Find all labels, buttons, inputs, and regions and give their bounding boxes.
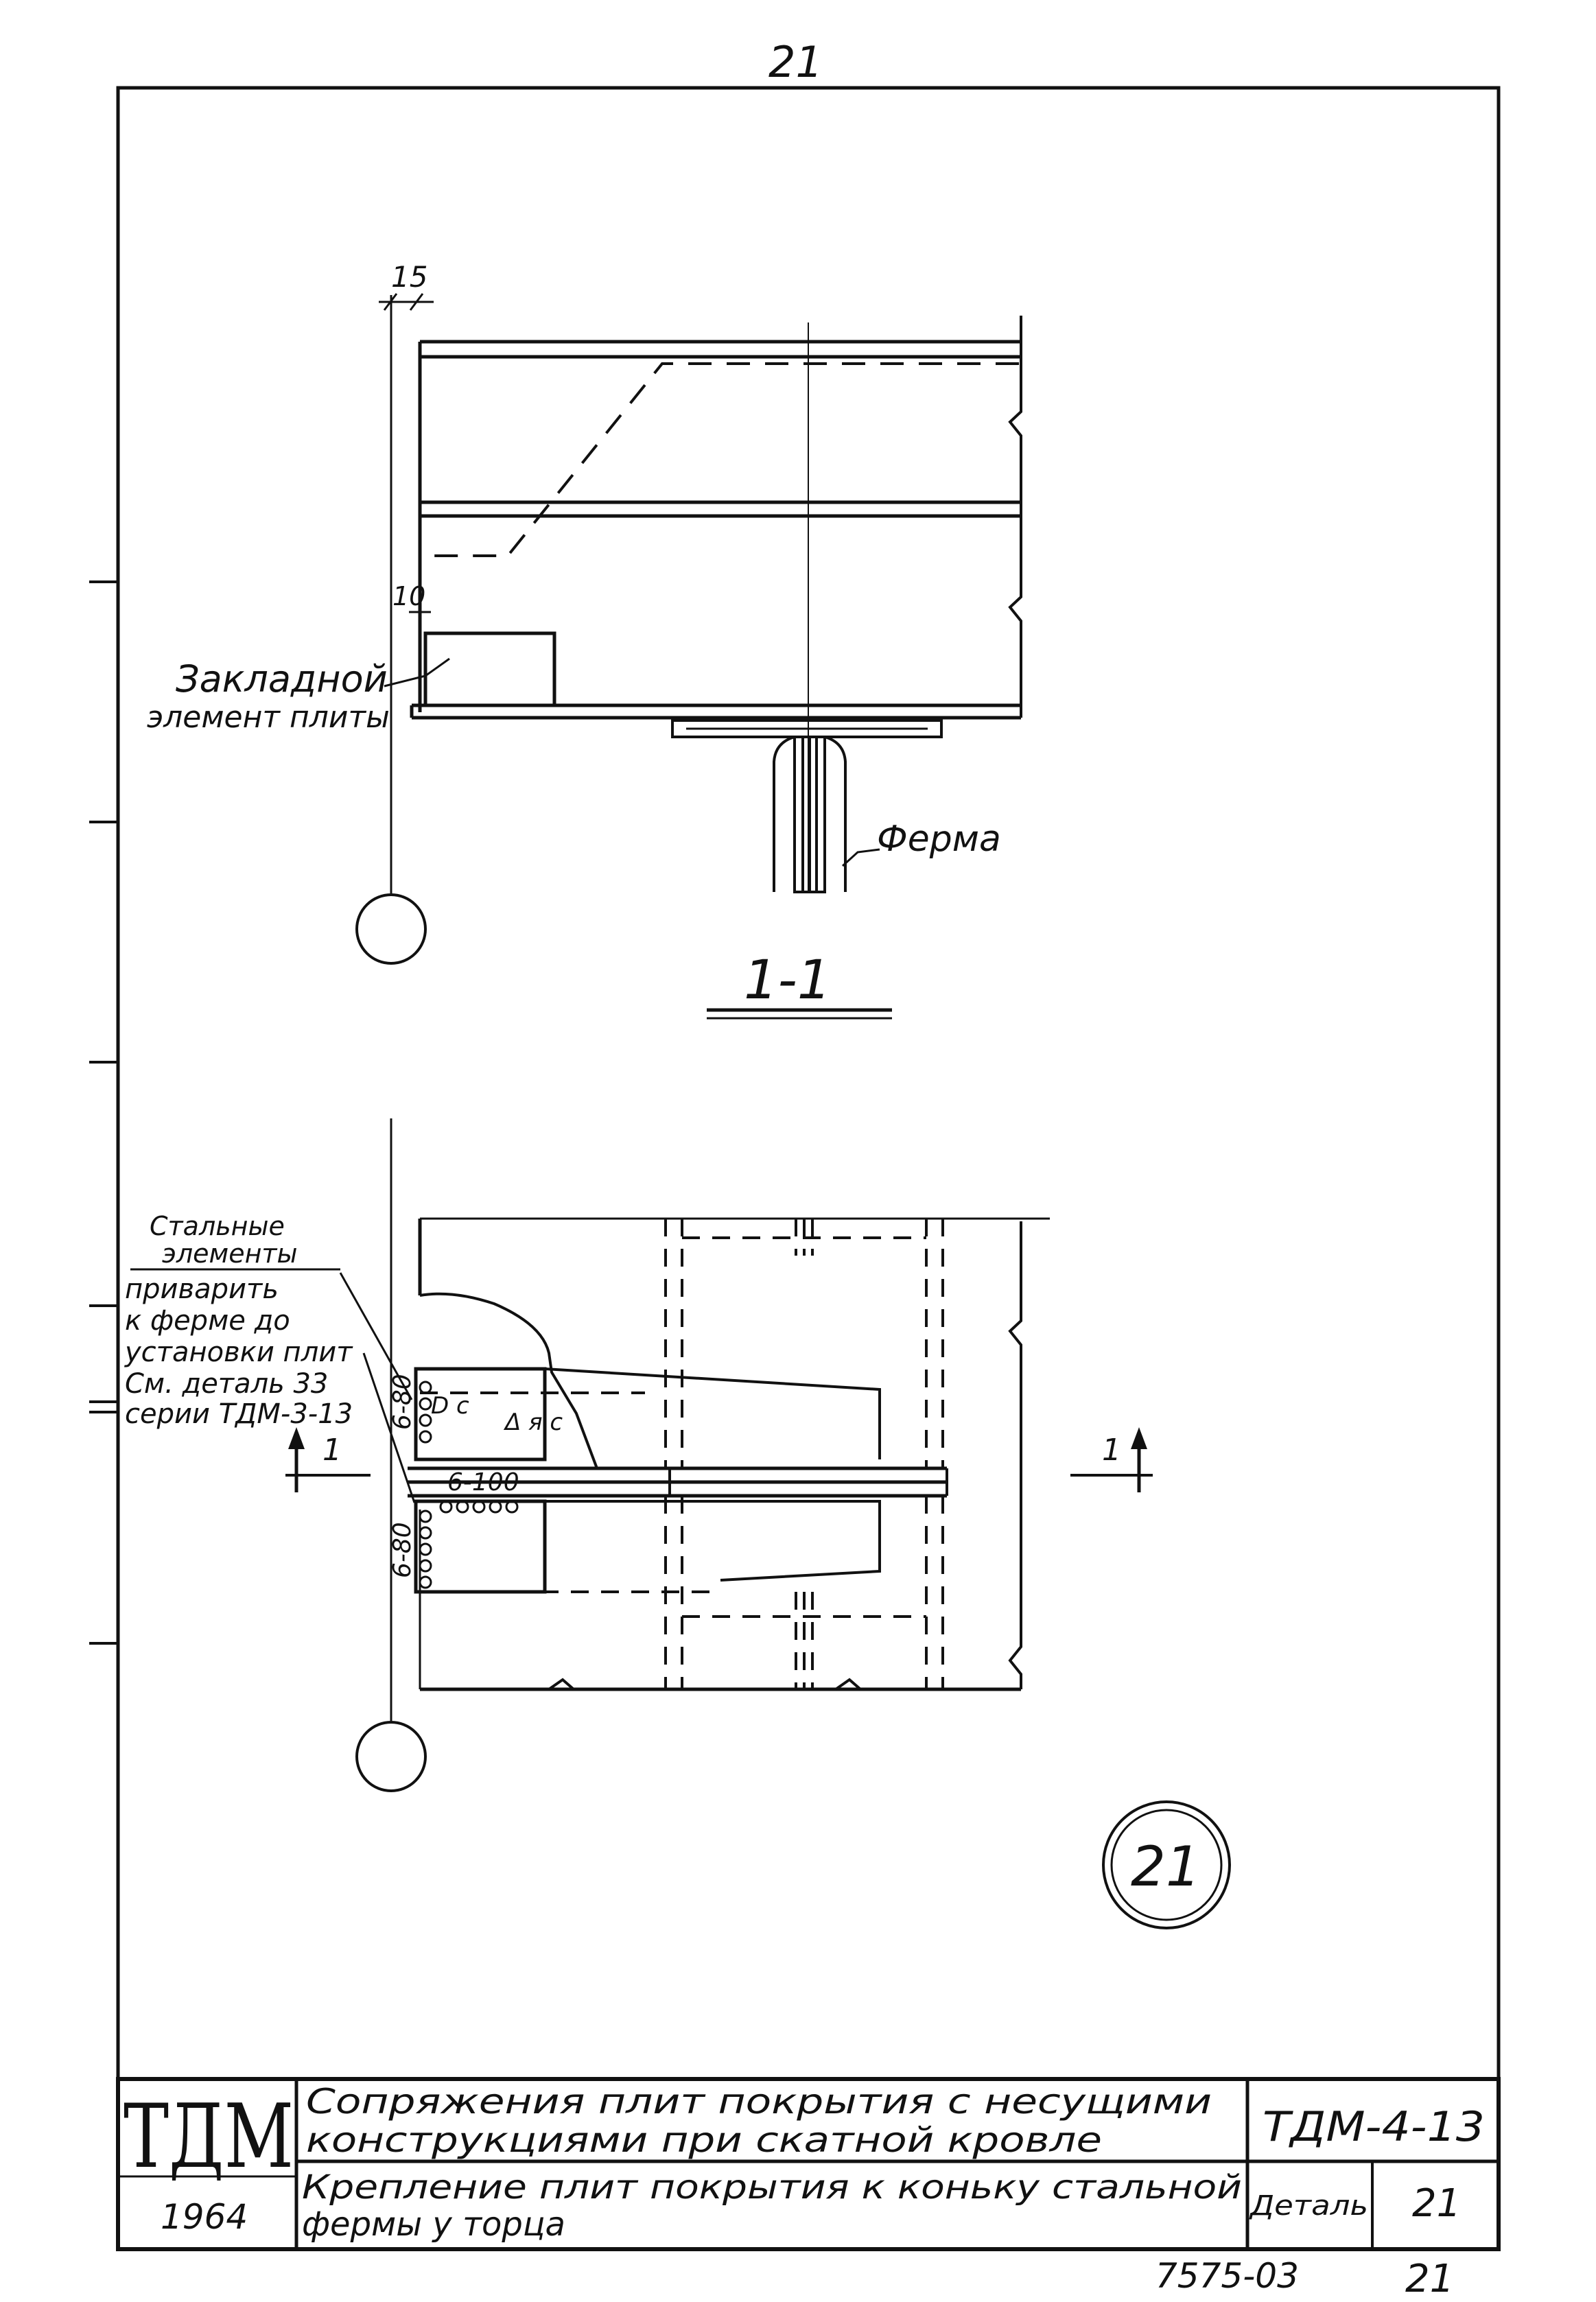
symbol-b: Δ я c [503, 1409, 563, 1436]
weld-marks [419, 1381, 519, 1589]
label-truss: Ферма [877, 819, 1001, 860]
plan-view: D c Δ я c 6-80 6-100 6-80 1 1 Стальные э… [124, 1118, 1153, 1792]
series-code: ТДМ-4-13 [1263, 2103, 1485, 2151]
title-line2: конструкциями при скатной кровле [306, 2120, 1102, 2160]
margin-ticks [89, 580, 118, 1645]
hidden-lines [420, 1219, 944, 1689]
detail-circle-number: 21 [1131, 1835, 1201, 1899]
detail-label: Деталь [1249, 2190, 1368, 2222]
note-line-3: установки плит [124, 1337, 353, 1368]
section-mark: 1-1 [744, 950, 831, 1011]
note-line-5: серии ТДМ-3-13 [125, 1398, 353, 1430]
note-line-1: приварить [125, 1273, 279, 1305]
note-header-line1: Стальные [150, 1211, 285, 1241]
title-line1: Сопряжения плит покрытия с несущими [306, 2082, 1212, 2122]
mark-left: 1 [322, 1433, 342, 1468]
year: 1964 [161, 2197, 248, 2237]
mark-right: 1 [1102, 1433, 1121, 1468]
weld-size-bottom: 6-80 [388, 1522, 416, 1578]
label-embedded-line2: элемент плиты [147, 700, 390, 735]
bottom-doc-code: 7575-03 [1155, 2256, 1299, 2296]
detail-circle: 21 [1102, 1800, 1231, 1929]
weld-size-middle: 6-100 [447, 1468, 519, 1496]
section-cut-left: 1 [285, 1427, 371, 1492]
top-page-number: 21 [768, 37, 823, 87]
dimension-10: 10 [392, 581, 425, 611]
axis-bubble-top [355, 893, 427, 965]
note-header-line2: элементы [162, 1238, 298, 1269]
subtitle-line1: Крепление плит покрытия к коньку стально… [302, 2168, 1242, 2207]
section-cut-right: 1 [1070, 1427, 1153, 1492]
section-view: 15 10 Закладной элем [147, 260, 1022, 1020]
dimension-15: 15 [391, 260, 427, 294]
detail-number: 21 [1412, 2181, 1461, 2226]
note-line-2: к ферме до [125, 1305, 290, 1337]
label-embedded-line1: Закладной [176, 657, 388, 701]
bottom-page-number: 21 [1405, 2257, 1454, 2301]
axis-bubble-bottom [355, 1721, 427, 1792]
symbol-a: D c [431, 1392, 469, 1420]
subtitle-line2: фермы у торца [302, 2205, 565, 2244]
logo: ТДМ [124, 2086, 294, 2188]
note-line-4: См. деталь 33 [125, 1368, 328, 1400]
title-block: ТДМ 1964 Сопряжения плит покрытия с несу… [116, 2077, 1501, 2251]
